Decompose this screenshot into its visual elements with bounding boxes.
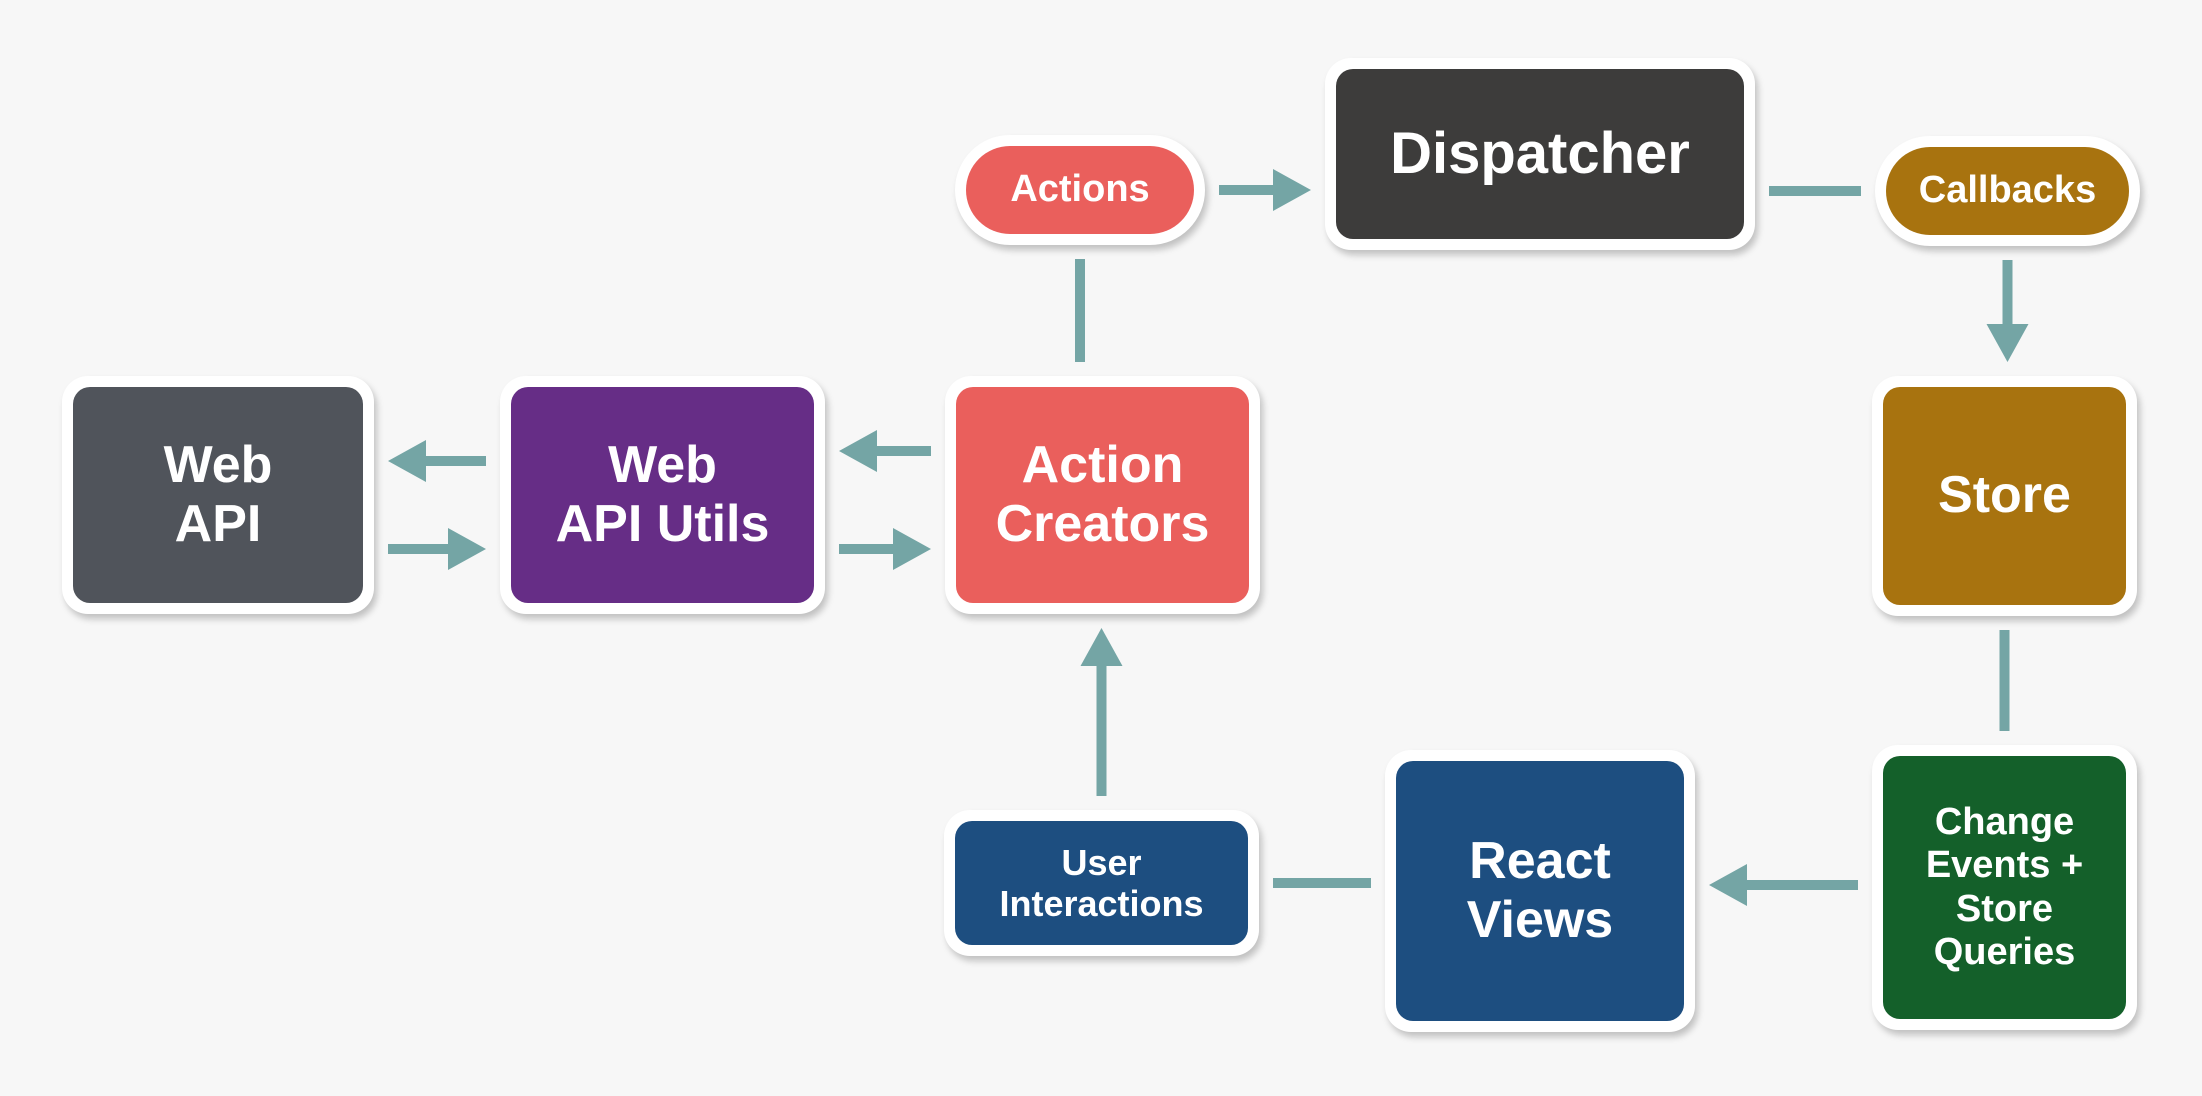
arrowhead-web-api-utils-to-action-creators xyxy=(893,528,931,570)
node-fill-web-api: Web API xyxy=(73,387,363,603)
node-dispatcher[interactable]: Dispatcher xyxy=(1325,58,1755,250)
node-fill-dispatcher: Dispatcher xyxy=(1336,69,1744,239)
node-change-events-store-queries[interactable]: Change Events + Store Queries xyxy=(1872,745,2137,1030)
arrowhead-callbacks-to-store xyxy=(1986,324,2029,362)
node-user-interactions[interactable]: User Interactions xyxy=(944,810,1259,956)
node-react-views[interactable]: React Views xyxy=(1385,750,1695,1032)
arrowhead-actions-to-dispatcher xyxy=(1273,169,1311,211)
node-fill-web-api-utils: Web API Utils xyxy=(511,387,814,603)
node-label-user-interactions: User Interactions xyxy=(999,841,1204,924)
node-web-api-utils[interactable]: Web API Utils xyxy=(500,376,825,614)
node-label-actions: Actions xyxy=(1010,168,1150,211)
node-label-react-views: React Views xyxy=(1466,831,1614,949)
node-fill-user-interactions: User Interactions xyxy=(955,821,1248,945)
node-fill-change-events-store-queries: Change Events + Store Queries xyxy=(1883,756,2126,1019)
node-label-web-api-utils: Web API Utils xyxy=(555,435,770,553)
node-action-creators[interactable]: Action Creators xyxy=(945,376,1260,614)
node-fill-action-creators: Action Creators xyxy=(956,387,1249,603)
node-web-api[interactable]: Web API xyxy=(62,376,374,614)
arrowhead-web-api-to-web-api-utils xyxy=(448,528,486,570)
node-label-store: Store xyxy=(1938,466,2071,525)
arrowhead-user-interactions-to-action-creators xyxy=(1080,628,1123,666)
arrowhead-change-events-to-react-views xyxy=(1709,864,1747,906)
node-label-action-creators: Action Creators xyxy=(995,435,1210,553)
node-fill-react-views: React Views xyxy=(1396,761,1684,1021)
node-callbacks[interactable]: Callbacks xyxy=(1875,136,2140,246)
arrowhead-action-creators-to-web-api-utils xyxy=(839,430,877,472)
node-actions[interactable]: Actions xyxy=(955,135,1205,245)
node-label-callbacks: Callbacks xyxy=(1918,169,2097,212)
node-label-change-events-store-queries: Change Events + Store Queries xyxy=(1925,800,2084,973)
node-store[interactable]: Store xyxy=(1872,376,2137,616)
arrowhead-web-api-utils-to-web-api xyxy=(388,440,426,482)
node-label-dispatcher: Dispatcher xyxy=(1390,120,1690,186)
node-fill-callbacks: Callbacks xyxy=(1886,147,2129,235)
node-label-web-api: Web API xyxy=(163,435,273,553)
node-fill-store: Store xyxy=(1883,387,2126,605)
node-fill-actions: Actions xyxy=(966,146,1194,234)
